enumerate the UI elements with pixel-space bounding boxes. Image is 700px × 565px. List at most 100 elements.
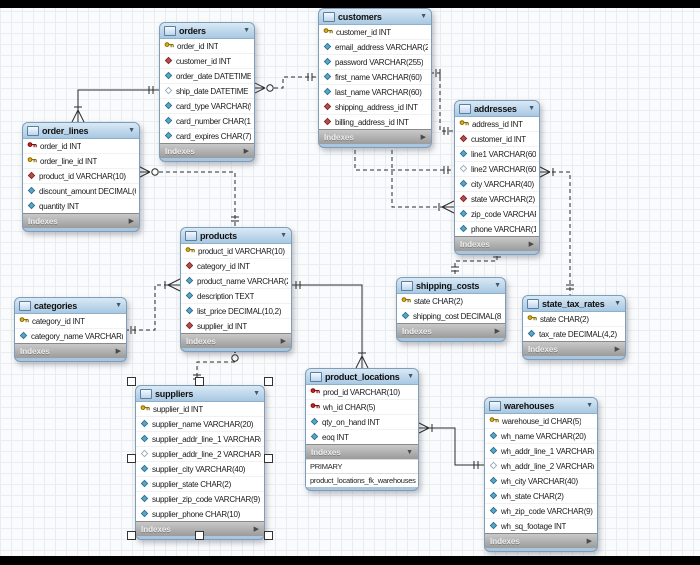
selection-handle[interactable]: [127, 531, 136, 540]
relationship-line-products-product_locations[interactable]: [290, 281, 369, 369]
expand-arrow-icon[interactable]: ▶: [528, 241, 534, 248]
indexes-footer[interactable]: Indexes▶: [523, 341, 625, 356]
column-row[interactable]: shipping_cost DECIMAL(8,2): [397, 308, 505, 323]
expand-arrow-icon[interactable]: ▶: [420, 134, 426, 141]
column-row[interactable]: wh_id CHAR(5): [306, 399, 418, 414]
column-row[interactable]: supplier_state CHAR(2): [136, 476, 264, 491]
column-row[interactable]: prod_id VARCHAR(10): [306, 385, 418, 399]
expand-arrow-icon[interactable]: ▶: [253, 526, 259, 533]
column-row[interactable]: wh_name VARCHAR(20): [485, 428, 597, 443]
table-shipping_costs[interactable]: shipping_costs▼state CHAR(2)shipping_cos…: [396, 277, 506, 342]
indexes-footer[interactable]: Indexes▼: [306, 444, 418, 459]
expand-arrow-icon[interactable]: ▶: [586, 538, 592, 545]
indexes-footer[interactable]: Indexes▶: [455, 236, 539, 251]
column-row[interactable]: order_id INT: [160, 39, 254, 53]
expand-arrow-icon[interactable]: ▶: [280, 338, 286, 345]
column-row[interactable]: customer_id INT: [319, 25, 431, 39]
indexes-footer[interactable]: Indexes▶: [319, 129, 431, 144]
column-row[interactable]: wh_addr_line_2 VARCHAR(60): [485, 458, 597, 473]
column-row[interactable]: category_id INT: [181, 258, 291, 273]
column-row[interactable]: customer_id INT: [160, 53, 254, 68]
indexes-footer[interactable]: Indexes▶: [181, 333, 291, 348]
column-row[interactable]: list_price DECIMAL(10,2): [181, 303, 291, 318]
chevron-down-icon[interactable]: ▼: [253, 390, 260, 397]
chevron-down-icon[interactable]: ▼: [407, 373, 414, 380]
column-row[interactable]: wh_state CHAR(2): [485, 488, 597, 503]
column-row[interactable]: state CHAR(2): [397, 294, 505, 308]
column-row[interactable]: billing_address_id INT: [319, 114, 431, 129]
column-row[interactable]: order_date DATETIME: [160, 68, 254, 83]
table-header[interactable]: addresses▼: [455, 101, 539, 117]
table-header[interactable]: warehouses▼: [485, 398, 597, 414]
column-row[interactable]: address_id INT: [455, 117, 539, 131]
table-products[interactable]: products▼product_id VARCHAR(10)category_…: [180, 227, 292, 352]
selection-handle[interactable]: [264, 531, 273, 540]
column-row[interactable]: eoq INT: [306, 429, 418, 444]
expand-arrow-icon[interactable]: ▶: [115, 348, 121, 355]
expand-arrow-icon[interactable]: ▶: [614, 346, 620, 353]
column-row[interactable]: supplier_id INT: [181, 318, 291, 333]
column-row[interactable]: customer_id INT: [455, 131, 539, 146]
selection-handle[interactable]: [127, 453, 136, 463]
column-row[interactable]: discount_amount DECIMAL(6,2): [23, 183, 139, 198]
table-header[interactable]: shipping_costs▼: [397, 278, 505, 294]
chevron-down-icon[interactable]: ▼: [420, 13, 427, 20]
column-row[interactable]: supplier_addr_line_2 VARCHAR(60): [136, 446, 264, 461]
table-header[interactable]: state_tax_rates▼: [523, 296, 625, 312]
column-row[interactable]: state VARCHAR(2): [455, 191, 539, 206]
indexes-footer[interactable]: Indexes▶: [485, 533, 597, 548]
indexes-footer[interactable]: Indexes▶: [397, 323, 505, 338]
column-row[interactable]: state CHAR(2): [523, 312, 625, 326]
selection-handle[interactable]: [195, 531, 204, 540]
column-row[interactable]: card_type VARCHAR(50): [160, 98, 254, 113]
column-row[interactable]: product_id VARCHAR(10): [181, 244, 291, 258]
column-row[interactable]: supplier_city VARCHAR(40): [136, 461, 264, 476]
column-row[interactable]: category_id INT: [15, 314, 126, 328]
expand-arrow-icon[interactable]: ▶: [128, 218, 134, 225]
column-row[interactable]: phone VARCHAR(12): [455, 221, 539, 236]
column-row[interactable]: city VARCHAR(40): [455, 176, 539, 191]
column-row[interactable]: order_line_id INT: [23, 153, 139, 168]
column-row[interactable]: supplier_zip_code VARCHAR(9): [136, 491, 264, 506]
column-row[interactable]: wh_addr_line_1 VARCHAR(60): [485, 443, 597, 458]
chevron-down-icon[interactable]: ▼: [406, 448, 413, 456]
table-state_tax_rates[interactable]: state_tax_rates▼state CHAR(2)tax_rate DE…: [522, 295, 626, 360]
expand-arrow-icon[interactable]: ▶: [243, 148, 249, 155]
column-row[interactable]: category_name VARCHAR(255): [15, 328, 126, 343]
column-row[interactable]: line1 VARCHAR(60): [455, 146, 539, 161]
table-header[interactable]: order_lines▼: [23, 123, 139, 139]
relationship-line-categories-products[interactable]: [125, 278, 181, 334]
table-header[interactable]: product_locations▼: [306, 369, 418, 385]
chevron-down-icon[interactable]: ▼: [280, 232, 287, 239]
index-row[interactable]: PRIMARY: [306, 459, 418, 473]
table-header[interactable]: suppliers▼: [136, 386, 264, 402]
column-row[interactable]: first_name VARCHAR(60): [319, 69, 431, 84]
column-row[interactable]: warehouse_id CHAR(5): [485, 414, 597, 428]
column-row[interactable]: order_id INT: [23, 139, 139, 153]
indexes-footer[interactable]: Indexes▶: [15, 343, 126, 358]
column-row[interactable]: qty_on_hand INT: [306, 414, 418, 429]
column-row[interactable]: ship_date DATETIME: [160, 83, 254, 98]
column-row[interactable]: last_name VARCHAR(60): [319, 84, 431, 99]
indexes-footer[interactable]: Indexes▶: [160, 143, 254, 158]
column-row[interactable]: supplier_addr_line_1 VARCHAR(60): [136, 431, 264, 446]
column-row[interactable]: product_name VARCHAR(255): [181, 273, 291, 288]
chevron-down-icon[interactable]: ▼: [614, 300, 621, 307]
chevron-down-icon[interactable]: ▼: [115, 302, 122, 309]
chevron-down-icon[interactable]: ▼: [243, 27, 250, 34]
column-row[interactable]: shipping_address_id INT: [319, 99, 431, 114]
relationship-line-product_locations-warehouses[interactable]: [416, 421, 484, 469]
index-row[interactable]: product_locations_fk_warehouses: [306, 473, 418, 487]
column-row[interactable]: card_number CHAR(16): [160, 113, 254, 128]
column-row[interactable]: description TEXT: [181, 288, 291, 303]
chevron-down-icon[interactable]: ▼: [586, 402, 593, 409]
column-row[interactable]: quantity INT: [23, 198, 139, 213]
column-row[interactable]: line2 VARCHAR(60): [455, 161, 539, 176]
column-row[interactable]: card_expires CHAR(7): [160, 128, 254, 143]
column-row[interactable]: tax_rate DECIMAL(4,2): [523, 326, 625, 341]
column-row[interactable]: supplier_name VARCHAR(20): [136, 416, 264, 431]
